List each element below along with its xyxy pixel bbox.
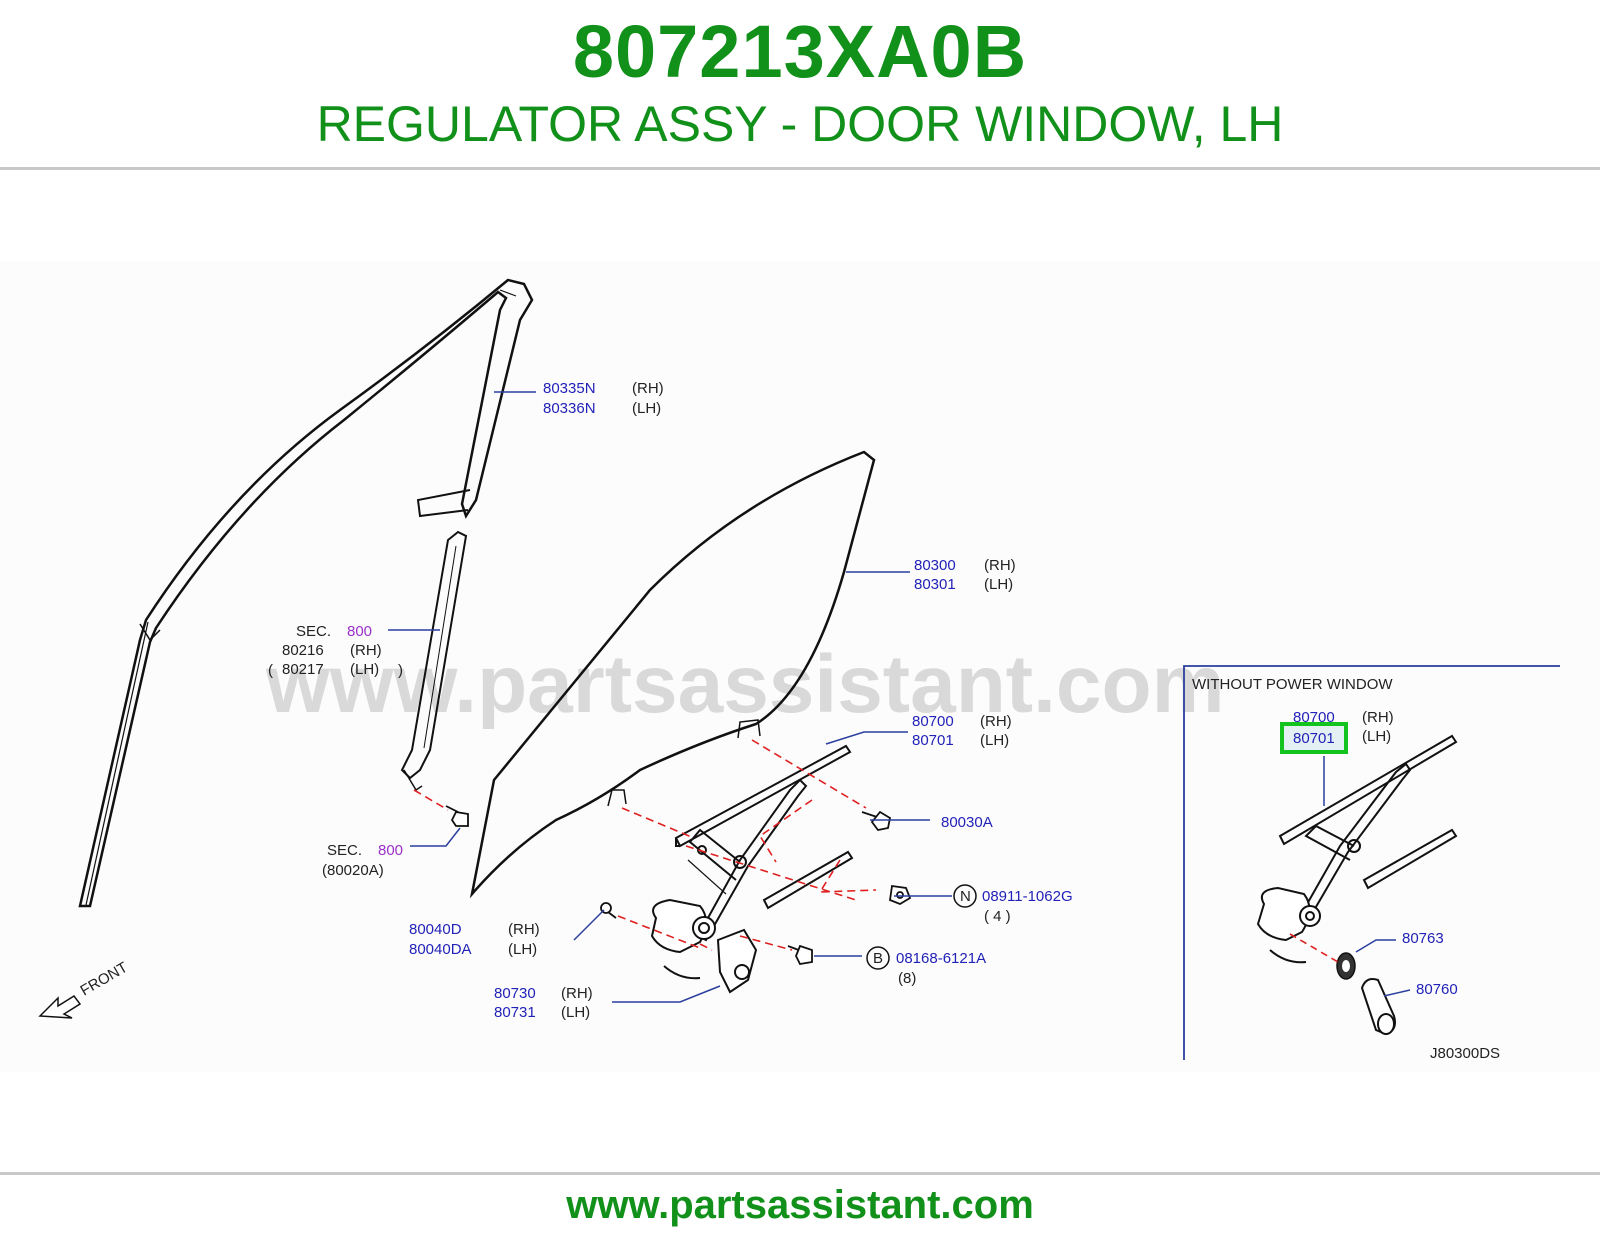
symbol-b: B — [873, 950, 883, 967]
part-80701: 80701 — [912, 732, 954, 749]
part-80700: 80700 — [1293, 709, 1335, 726]
part-80701-highlighted: 80701 — [1293, 730, 1335, 747]
part-80040D: 80040D — [409, 921, 462, 938]
callout-sec-800-lower: SEC. 800 (80020A) — [322, 842, 403, 879]
inset-title: WITHOUT POWER WINDOW — [1192, 676, 1393, 693]
rh-label: (RH) — [350, 642, 382, 659]
leader-line — [1355, 939, 1396, 953]
bolt-sec-800 — [445, 805, 469, 827]
part-80020A: (80020A) — [322, 862, 384, 879]
callout-80700: 80700 (RH) 80701 (LH) — [912, 713, 1012, 749]
door-glass-80300 — [469, 450, 876, 899]
bolt-80030A — [861, 810, 892, 831]
header-divider — [0, 167, 1600, 170]
part-80700: 80700 — [912, 713, 954, 730]
front-arrow-icon — [38, 994, 82, 1019]
lh-label: (LH) — [632, 400, 661, 417]
page-title: 807213XA0B — [572, 10, 1028, 93]
quantity-label: ( 4 ) — [984, 908, 1011, 925]
footer-url[interactable]: www.partsassistant.com — [566, 1183, 1034, 1227]
rh-label: (RH) — [561, 985, 593, 1002]
inset-border — [1183, 665, 1560, 1060]
lh-label: (LH) — [350, 661, 379, 678]
part-80731: 80731 — [494, 1004, 536, 1021]
symbol-circle-n — [953, 884, 977, 908]
sec-number: 800 — [378, 842, 403, 859]
callout-80730: 80730 (RH) 80731 (LH) — [494, 985, 593, 1021]
callout-08168-6121A: B 08168-6121A (8) — [866, 946, 986, 987]
callout-08911-1062G: N 08911-1062G ( 4 ) — [953, 884, 1073, 925]
part-80300: 80300 — [914, 557, 956, 574]
bolt-08168-6121A — [787, 944, 813, 965]
rh-label: (RH) — [632, 380, 664, 397]
diagram-code: J80300DS — [1430, 1045, 1500, 1062]
callout-80030A: 80030A — [941, 814, 993, 831]
handle-80760 — [1360, 978, 1396, 1036]
door-sash — [78, 278, 534, 908]
rh-label: (RH) — [508, 921, 540, 938]
callout-80300: 80300 (RH) 80301 (LH) — [914, 557, 1016, 593]
symbol-n: N — [960, 888, 971, 905]
part-80030A: 80030A — [941, 814, 993, 831]
rh-label: (RH) — [984, 557, 1016, 574]
part-08168-6121A: 08168-6121A — [896, 950, 986, 967]
part-08911-1062G: 08911-1062G — [982, 888, 1073, 905]
part-80760: 80760 — [1416, 981, 1458, 998]
page-subtitle: REGULATOR ASSY - DOOR WINDOW, LH — [316, 96, 1284, 152]
window-regulator-80700 — [650, 744, 854, 994]
sash-channel-80216 — [400, 530, 468, 792]
callout-80040D: 80040D (RH) 80040DA (LH) — [409, 921, 540, 958]
symbol-circle-b — [866, 946, 890, 970]
parts-diagram: www.partsassistant.com — [0, 262, 1600, 1072]
sec-label: SEC. — [327, 842, 362, 859]
lh-label: (LH) — [561, 1004, 590, 1021]
nut-08911-1062G — [889, 884, 912, 906]
diagram-svg: www.partsassistant.com — [38, 278, 1560, 1062]
lh-label: (LH) — [984, 576, 1013, 593]
page-header: 807213XA0B REGULATOR ASSY - DOOR WINDOW,… — [0, 0, 1600, 168]
front-label: FRONT — [78, 959, 131, 1000]
inset-dash — [1289, 933, 1339, 963]
part-80763: 80763 — [1402, 930, 1444, 947]
front-indicator: FRONT — [38, 959, 131, 1019]
manual-regulator-80701 — [1256, 734, 1458, 964]
part-80217: 80217 — [282, 661, 324, 678]
rh-label: (RH) — [1362, 709, 1394, 726]
paren-close: ) — [398, 662, 403, 679]
footer-divider — [0, 1172, 1600, 1175]
lh-label: (LH) — [980, 732, 1009, 749]
part-80335N: 80335N — [543, 380, 596, 397]
washer-80763 — [1336, 952, 1356, 980]
lh-label: (LH) — [508, 941, 537, 958]
sec-number: 800 — [347, 623, 372, 640]
callout-80335N: 80335N (RH) 80336N (LH) — [543, 380, 664, 417]
inset-without-power-window: WITHOUT POWER WINDOW 80700 (RH) 80701 (L… — [1183, 665, 1560, 1062]
quantity-label: (8) — [898, 970, 916, 987]
part-80216: 80216 — [282, 642, 324, 659]
watermark: www.partsassistant.com — [265, 639, 1225, 730]
callout-sec-800-upper: SEC. 800 ( ) 80216 (RH) 80217 (LH) — [268, 623, 403, 679]
part-80336N: 80336N — [543, 400, 596, 417]
leader-lines — [388, 391, 952, 1003]
rh-label: (RH) — [980, 713, 1012, 730]
highlight-box — [1280, 722, 1348, 754]
sec-label: SEC. — [296, 623, 331, 640]
leader-line — [1383, 989, 1411, 997]
paren-open: ( — [268, 662, 273, 679]
lh-label: (LH) — [1362, 728, 1391, 745]
part-80040DA: 80040DA — [409, 941, 472, 958]
assembly-dashes — [413, 739, 877, 951]
part-80301: 80301 — [914, 576, 956, 593]
part-80730: 80730 — [494, 985, 536, 1002]
